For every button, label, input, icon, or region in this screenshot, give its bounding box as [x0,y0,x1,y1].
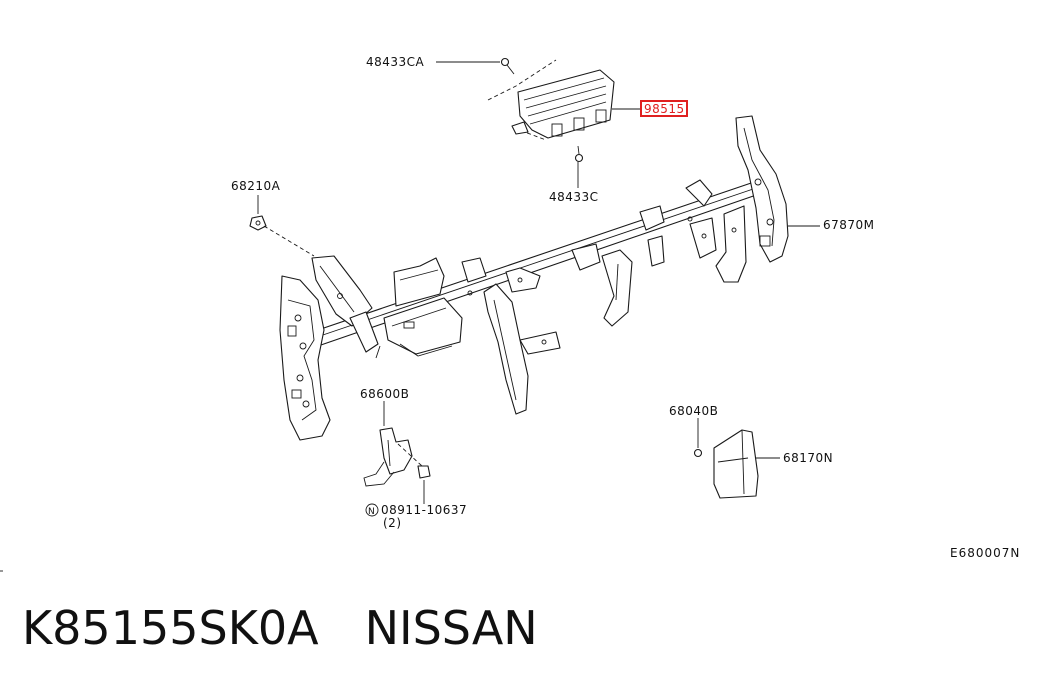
bolt-48433CA [500,57,515,75]
callout-68040B: 68040B [669,404,718,418]
callout-48433CA: 48433CA [366,55,425,69]
callout-68210A: 68210A [231,179,281,193]
left-side-bracket [279,275,331,441]
upper-center-brackets [393,205,665,307]
footer-caption: K85155SK0A NISSAN [22,596,538,660]
callout-08911-qty: (2) [383,516,402,530]
center-stay [483,283,561,415]
callout-08911-number: 08911-10637 [381,503,467,517]
callout-98515-highlight [640,100,688,117]
clip-68210A [249,215,315,257]
callout-67870M: 67870M [823,218,875,232]
footer-brand: NISSAN [364,601,538,655]
callout-48433C: 48433C [549,190,599,204]
center-plate [375,297,463,359]
callout-68600B: 68600B [360,387,409,401]
leader-lines [257,61,820,504]
footer-part-number: K85155SK0A [22,601,319,655]
airbag-module [487,59,615,141]
bolt-48433C [574,145,584,163]
diagram-code: E680007N [950,546,1020,560]
callout-68170N: 68170N [783,451,833,465]
callout-98515: 98515 [644,102,685,116]
right-side-bracket [685,115,789,263]
bracket-68170N [693,429,759,499]
callout-08911-marker: N [368,507,375,517]
callout-08911-10637: N 08911-10637 (2) [365,503,467,530]
left-upper-bracket [311,255,379,353]
steering-member-bar [311,179,766,347]
right-center-stays [601,205,747,327]
bracket-68600B [363,427,431,487]
